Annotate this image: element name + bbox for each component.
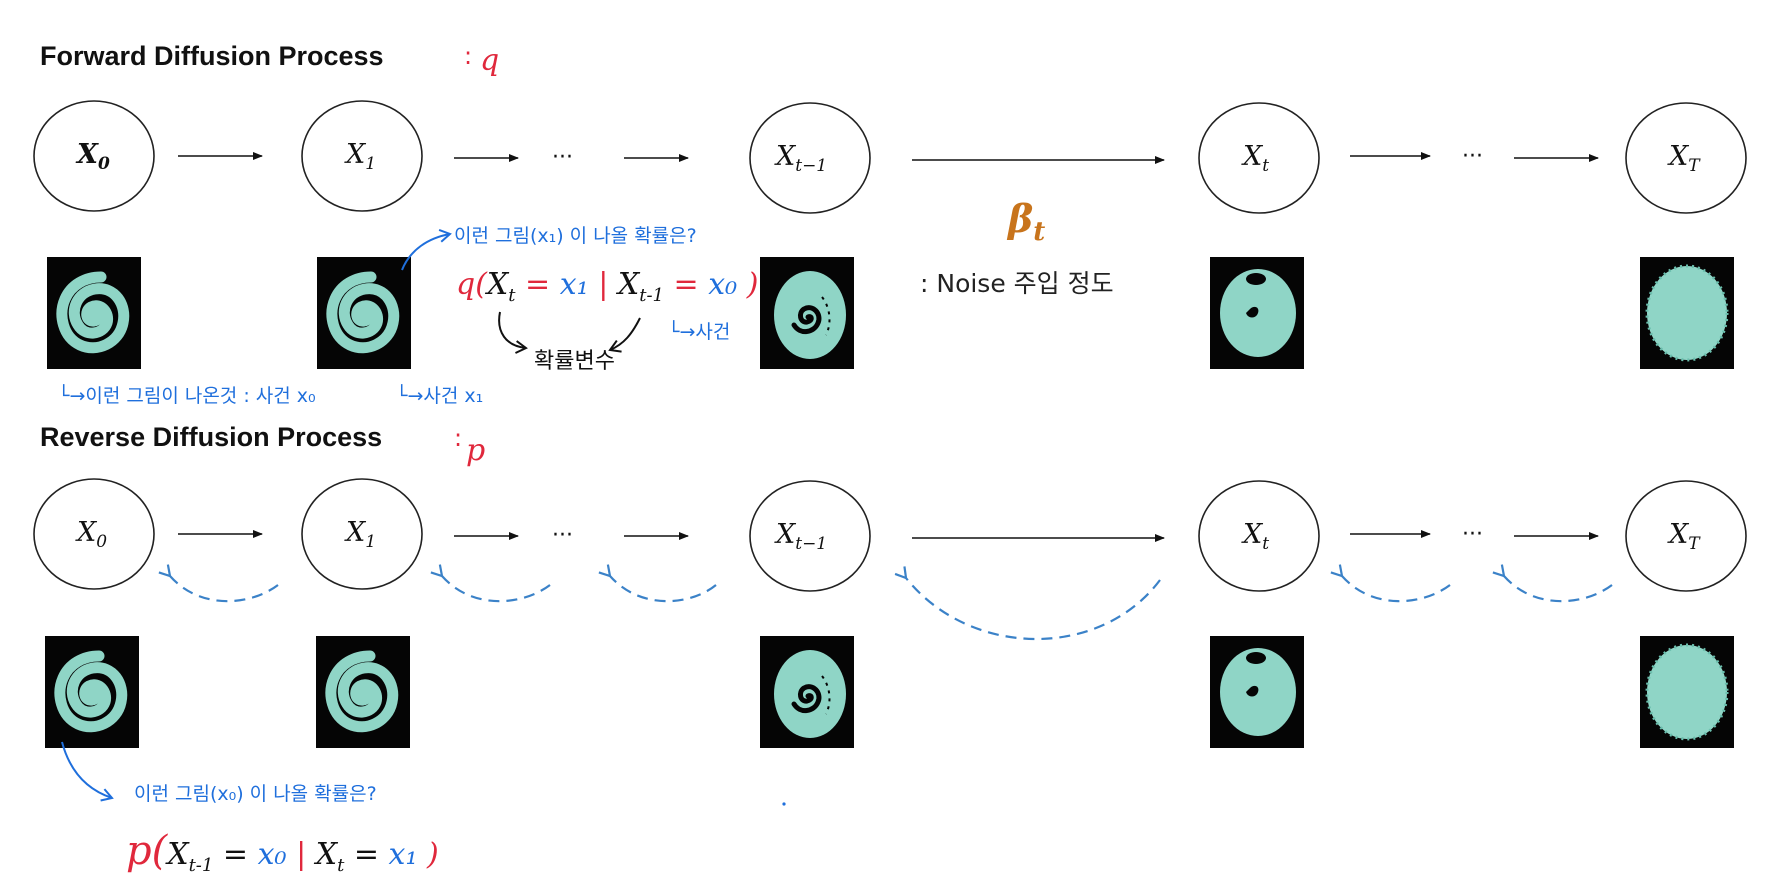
annot-prob-p: 이런 그림(x₀) 이 나올 확률은? — [134, 783, 377, 805]
beta-t: βt — [1006, 196, 1045, 247]
forward-section: Forward Diffusion Process : q X0 X1 Xt−1… — [33, 41, 1747, 407]
reverse-thumb-x0 — [45, 636, 139, 748]
forward-node-xT-label: XT — [1667, 141, 1701, 176]
reverse-node-x1-label: X1 — [344, 517, 376, 552]
forward-node-x0-label: X0 — [75, 139, 110, 174]
formula-q: q(Xt = x₁ | Xt-1 = x₀ ) — [456, 267, 758, 306]
annot-rv: 확률변수 — [534, 349, 615, 374]
reverse-thumb-x1 — [316, 636, 410, 748]
reverse-dashed-arrow-5 — [1504, 576, 1613, 603]
forward-thumb-xt — [1210, 257, 1304, 369]
annot-rv-arrow-right — [608, 317, 641, 353]
forward-thumb-x0 — [47, 257, 141, 369]
reverse-node-xT-label: XT — [1667, 519, 1701, 554]
forward-ellipsis-1: ··· — [552, 145, 573, 170]
annot-event-x0: └→이런 그림이 나온것 : 사건 x₀ — [58, 383, 316, 407]
forward-node-xt-1-label: Xt−1 — [774, 141, 827, 176]
reverse-node-xt-1-label: Xt−1 — [774, 519, 827, 554]
annot-condition: └→사건 — [668, 319, 730, 343]
reverse-dashed-arrow-0 — [170, 576, 279, 603]
reverse-dashed-arrow-3 — [906, 578, 1161, 641]
reverse-symbol-p: p — [466, 433, 485, 468]
annot-arrow-to-question-p — [61, 741, 114, 802]
forward-node-xt-1: Xt−1 — [749, 102, 871, 214]
reverse-dashed-arrow-4 — [1342, 576, 1451, 603]
forward-symbol-q: q — [480, 43, 499, 78]
reverse-node-x0-label: X0 — [75, 517, 107, 552]
reverse-ellipsis-1: ··· — [552, 523, 573, 548]
reverse-thumb-xt-1 — [760, 636, 854, 748]
forward-node-xt: Xt — [1198, 102, 1320, 214]
annot-arrow-to-question — [401, 228, 452, 271]
reverse-node-x0: X0 — [33, 478, 155, 590]
annot-prob-q: 이런 그림(x₁) 이 나올 확률은? — [454, 225, 697, 247]
forward-title: Forward Diffusion Process — [40, 41, 384, 71]
reverse-title: Reverse Diffusion Process — [40, 422, 382, 452]
forward-thumb-x1 — [317, 257, 411, 369]
reverse-node-x1: X1 — [301, 478, 423, 590]
formula-p: p(Xt-1 = x₀ | Xt = x₁ ) — [126, 828, 439, 876]
annot-event-x1: └→사건 x₁ — [396, 383, 483, 407]
forward-thumb-xt-1 — [760, 257, 854, 369]
reverse-ellipsis-2: ··· — [1462, 522, 1483, 547]
forward-node-x1-label: X1 — [344, 139, 376, 174]
reverse-dashed-arrow-2 — [610, 576, 717, 603]
annot-rv-arrow-left — [498, 311, 528, 354]
stray-dot — [782, 802, 786, 806]
forward-node-xt-label: Xt — [1241, 141, 1269, 176]
forward-node-x1: X1 — [301, 100, 423, 212]
forward-node-xT: XT — [1625, 102, 1747, 214]
noise-text: : Noise 주입 정도 — [920, 269, 1114, 298]
reverse-section: Reverse Diffusion Process : p X0 X1 Xt−1… — [33, 422, 1747, 876]
forward-node-x0: X0 — [33, 100, 155, 212]
reverse-node-xt-label: Xt — [1241, 519, 1269, 554]
reverse-node-xt: Xt — [1198, 480, 1320, 592]
reverse-thumb-xt — [1210, 636, 1304, 748]
reverse-node-xt-1: Xt−1 — [749, 480, 871, 592]
forward-colon: : — [464, 42, 472, 70]
forward-thumb-xT — [1638, 255, 1736, 371]
reverse-dashed-arrow-1 — [442, 576, 551, 603]
reverse-colon: : — [454, 424, 462, 452]
forward-ellipsis-2: ··· — [1462, 144, 1483, 169]
reverse-node-xT: XT — [1625, 480, 1747, 592]
reverse-thumb-xT — [1638, 634, 1736, 750]
